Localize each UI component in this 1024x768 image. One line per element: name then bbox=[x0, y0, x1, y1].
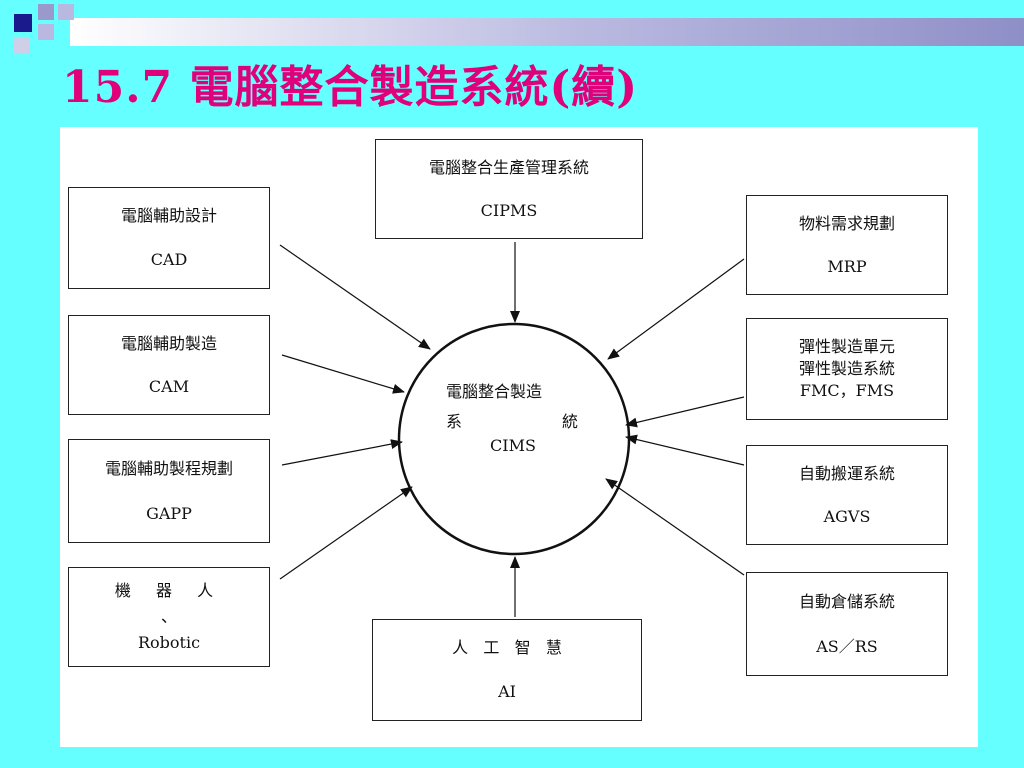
arrow-mrp bbox=[607, 258, 745, 360]
node-cipms-abbr: CIPMS bbox=[480, 200, 538, 220]
header-gradient-bar bbox=[70, 18, 1024, 46]
center-label-line1: 電腦整合製造 bbox=[446, 382, 543, 401]
node-fmc-fms: 彈性製造單元 彈性製造系統 FMC，FMS bbox=[746, 318, 948, 420]
node-gapp-abbr: GAPP bbox=[146, 503, 192, 523]
slide-title: 15.7 電腦整合製造系統(續) bbox=[62, 62, 639, 113]
node-asrs: 自動倉儲系統 AS／RS bbox=[746, 572, 948, 676]
node-gapp: 電腦輔助製程規劃 GAPP bbox=[68, 439, 270, 543]
node-cipms-label: 電腦整合生產管理系統 bbox=[428, 157, 589, 177]
center-label-char-left: 系 bbox=[446, 412, 463, 431]
node-fmc-label: 彈性製造單元 bbox=[798, 337, 895, 356]
node-cam-abbr: CAM bbox=[148, 376, 190, 396]
node-fms-label: 彈性製造系統 bbox=[798, 359, 895, 378]
node-robotic-abbr: Robotic bbox=[137, 633, 201, 652]
node-cam: 電腦輔助製造 CAM bbox=[68, 315, 270, 415]
corner-square-light bbox=[38, 4, 54, 20]
node-cad: 電腦輔助設計 CAD bbox=[68, 187, 270, 289]
corner-square-light bbox=[58, 4, 74, 20]
node-ai-label: 人 工 智 慧 bbox=[452, 638, 562, 657]
node-cad-label: 電腦輔助設計 bbox=[120, 206, 217, 225]
node-robotic-mark: 、 bbox=[160, 607, 177, 626]
arrow-fmc bbox=[625, 396, 745, 428]
node-robotic-label: 機 器 人 bbox=[114, 581, 224, 600]
arrow-cad bbox=[279, 244, 431, 350]
node-cam-label: 電腦輔助製造 bbox=[120, 333, 217, 353]
node-mrp: 物料需求規劃 MRP bbox=[746, 195, 948, 295]
arrow-agvs bbox=[625, 434, 745, 466]
node-gapp-label: 電腦輔助製程規劃 bbox=[104, 458, 233, 478]
node-ai: 人 工 智 慧 AI bbox=[372, 619, 642, 721]
corner-square-dark bbox=[14, 14, 32, 32]
diagram-connectors bbox=[279, 242, 745, 617]
corner-square-light bbox=[38, 24, 54, 40]
node-robotic: 機 器 人 、 Robotic bbox=[68, 567, 270, 667]
center-label-char-right: 統 bbox=[562, 412, 579, 431]
node-cad-abbr: CAD bbox=[150, 250, 188, 269]
node-mrp-abbr: MRP bbox=[827, 256, 867, 276]
center-label-abbr: CIMS bbox=[490, 436, 536, 455]
node-asrs-abbr: AS／RS bbox=[816, 636, 878, 656]
arrow-asrs bbox=[605, 478, 745, 576]
node-asrs-label: 自動倉儲系統 bbox=[798, 591, 895, 611]
node-agvs-label: 自動搬運系統 bbox=[798, 463, 895, 483]
node-agvs: 自動搬運系統 AGVS bbox=[746, 445, 948, 545]
cims-diagram: 電腦整合製造 系 統 CIMS 電腦輔助設計 CAD 電腦輔助製造 CAM 電腦… bbox=[60, 127, 978, 747]
node-cipms: 電腦整合生產管理系統 CIPMS bbox=[375, 139, 643, 239]
corner-square-light bbox=[14, 38, 30, 54]
node-mrp-label: 物料需求規劃 bbox=[798, 213, 895, 233]
arrow-gapp bbox=[281, 439, 403, 466]
arrow-cam bbox=[281, 354, 405, 394]
node-agvs-abbr: AGVS bbox=[823, 506, 871, 526]
arrow-robot bbox=[279, 486, 413, 580]
node-ai-abbr: AI bbox=[498, 682, 516, 701]
node-fmc-abbr: FMC，FMS bbox=[799, 381, 895, 400]
